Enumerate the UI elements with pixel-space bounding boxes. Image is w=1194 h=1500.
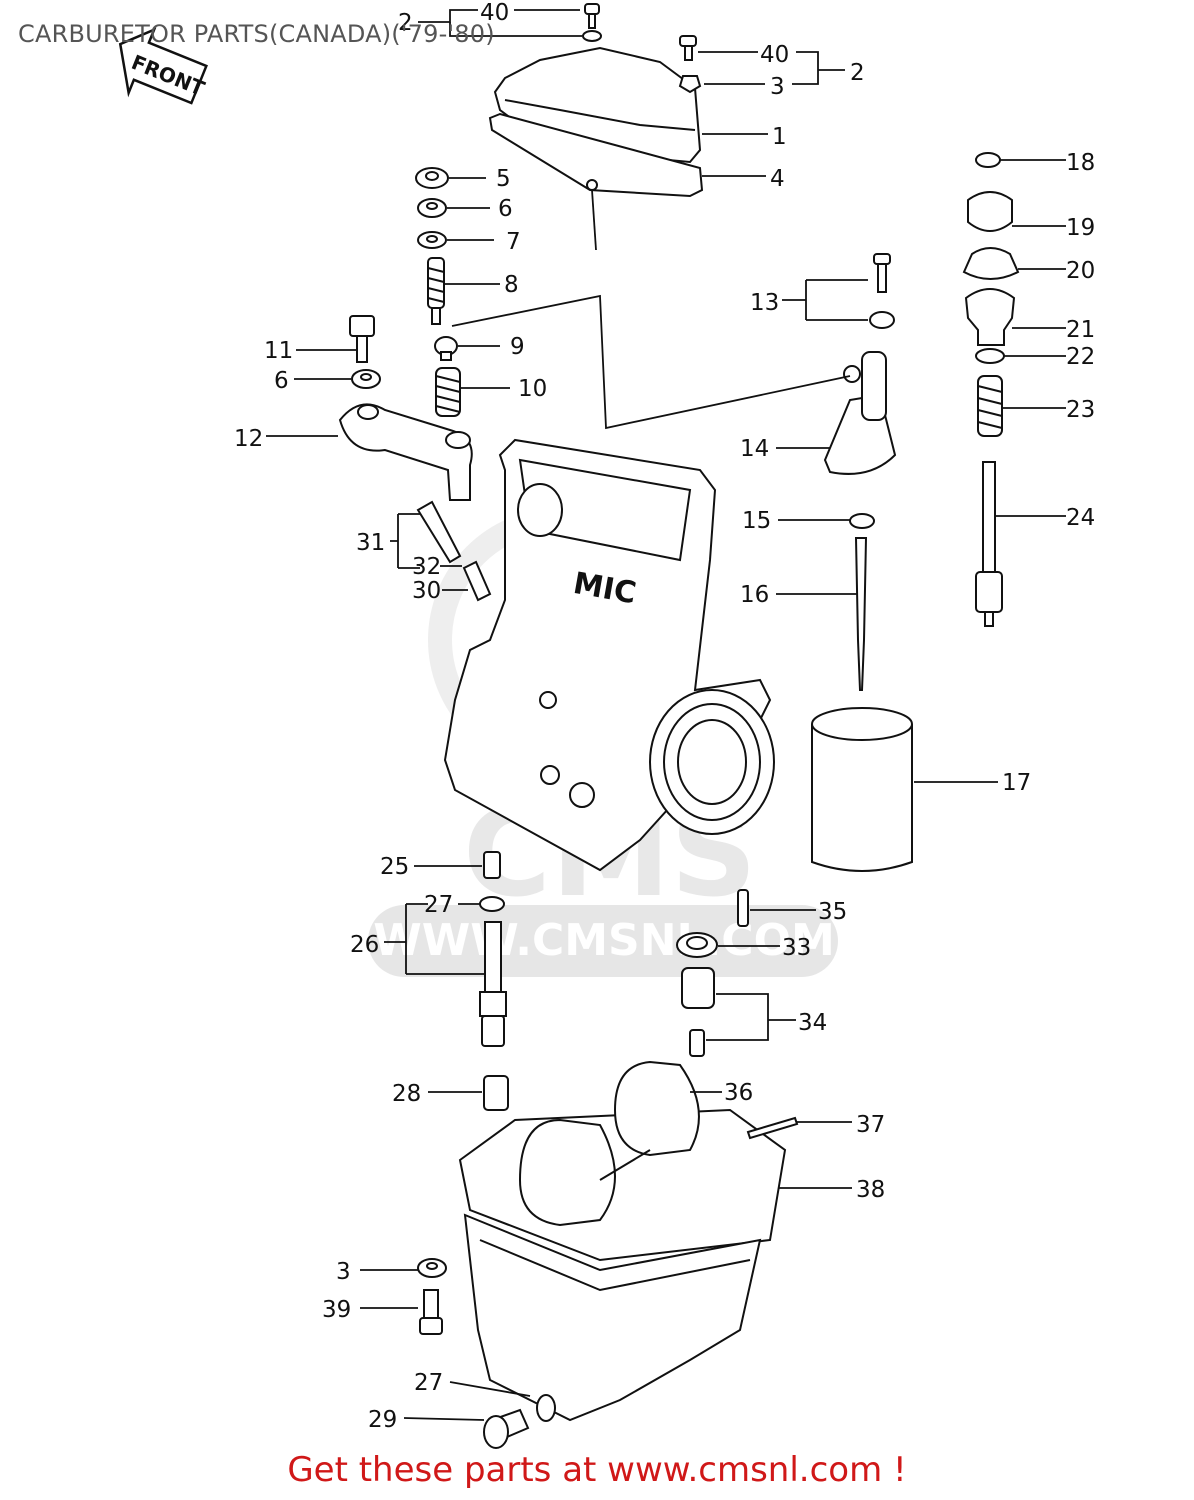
callout-19: 19 [1066,215,1095,241]
callout-15: 15 [742,508,771,534]
part-main-jet-28 [483,1075,509,1111]
callout-8: 8 [504,272,519,298]
part-oring-27 [479,896,505,912]
part-screw-13 [873,253,891,293]
callout-13: 13 [750,290,779,316]
callout-38: 39 [322,1297,351,1323]
callout-31: 32 [412,554,441,580]
part-screw-top [582,3,602,42]
part-9 [434,336,458,361]
part-gasket [488,112,704,198]
part-plate-14 [823,351,897,475]
callout-10: 10 [518,376,547,402]
part-screw-30 [416,500,462,564]
part-washer-32 [676,932,718,958]
part-lever-12 [338,403,473,501]
footer-link[interactable]: Get these parts at www.cmsnl.com ! [287,1450,907,1490]
leader-lines [266,9,1066,1421]
part-pin-36 [746,1116,799,1140]
callout-34: 35 [818,899,847,925]
callout-40: 40 [760,42,789,68]
part-needle-jet-26 [479,921,507,1047]
part-screw-34 [737,889,749,927]
part-plug-21 [964,288,1016,346]
part-washer-7 [417,231,447,249]
part-screw-right [678,35,702,94]
callout-3: 3 [336,1259,351,1285]
callout-27: 27 [424,892,453,918]
part-cap-19 [967,191,1013,232]
part-oring-27b [536,1394,556,1422]
callout-7: 7 [506,229,521,255]
part-float-35 [518,1060,700,1227]
callout-20: 20 [1066,258,1095,284]
callout-37: 38 [856,1177,885,1203]
callout-18: 18 [1066,150,1095,176]
callout-5: 5 [496,166,511,192]
callout-36: 37 [856,1112,885,1138]
callout-2: 2 [398,10,413,36]
part-nut-6 [417,198,447,218]
callout-6: 6 [498,196,513,222]
callout-labels: 2 40 40 3 2 1 4 5 6 7 8 9 10 11 6 12 13 … [234,0,1095,1433]
part-cap-18 [975,152,1001,168]
callout-26: 26 [350,932,379,958]
callout-3: 3 [770,74,785,100]
callout-21: 21 [1066,317,1095,343]
callout-32: 33 [782,935,811,961]
callout-4: 4 [770,166,785,192]
callout-6: 6 [274,368,289,394]
callout-28: 28 [392,1081,421,1107]
callout-14: 14 [740,436,769,462]
part-carburetor-body: MIC [443,438,775,872]
callout-35: 36 [724,1080,753,1106]
part-drain-screw-39 [483,1408,530,1449]
part-float-bowl [463,1213,762,1422]
callout-11: 11 [264,338,293,364]
part-spring-10 [435,367,461,417]
part-bolt-11 [349,315,375,363]
callout-25: 25 [380,854,409,880]
callout-16: 16 [740,582,769,608]
part-float-valve-33 [681,967,715,1057]
part-screw-38 [419,1289,443,1335]
callout-27: 27 [414,1370,443,1396]
part-washer-3-low [417,1258,447,1278]
part-nut-5 [415,167,449,189]
callout-29: 30 [412,578,441,604]
callout-12: 12 [234,426,263,452]
page-title: CARBURETOR PARTS(CANADA)('79-'80) [18,20,495,48]
part-clip-15 [849,513,875,529]
part-jet-25 [483,851,501,879]
callout-30: 31 [356,530,385,556]
part-washer-13 [869,311,895,329]
part-spring-23 [977,375,1003,437]
callout-40: 40 [480,0,509,26]
part-adjuster-8 [427,257,445,325]
callout-39: 29 [368,1407,397,1433]
callout-1: 1 [772,124,787,150]
part-needle-16 [854,537,868,691]
part-oring-22 [975,348,1005,364]
part-piston-24 [975,461,1003,627]
part-nut-6b [351,369,381,389]
callout-23: 23 [1066,397,1095,423]
part-spring-29 [462,560,492,602]
part-slide-17 [811,707,913,872]
callout-24: 24 [1066,505,1095,531]
callout-22: 22 [1066,344,1095,370]
callout-17: 17 [1002,770,1031,796]
watermark-domain: WWW.CMSNL.COM [373,915,835,966]
callout-33: 34 [798,1010,827,1036]
callout-9: 9 [510,334,525,360]
part-cap-20 [962,247,1020,280]
callout-2: 2 [850,60,865,86]
